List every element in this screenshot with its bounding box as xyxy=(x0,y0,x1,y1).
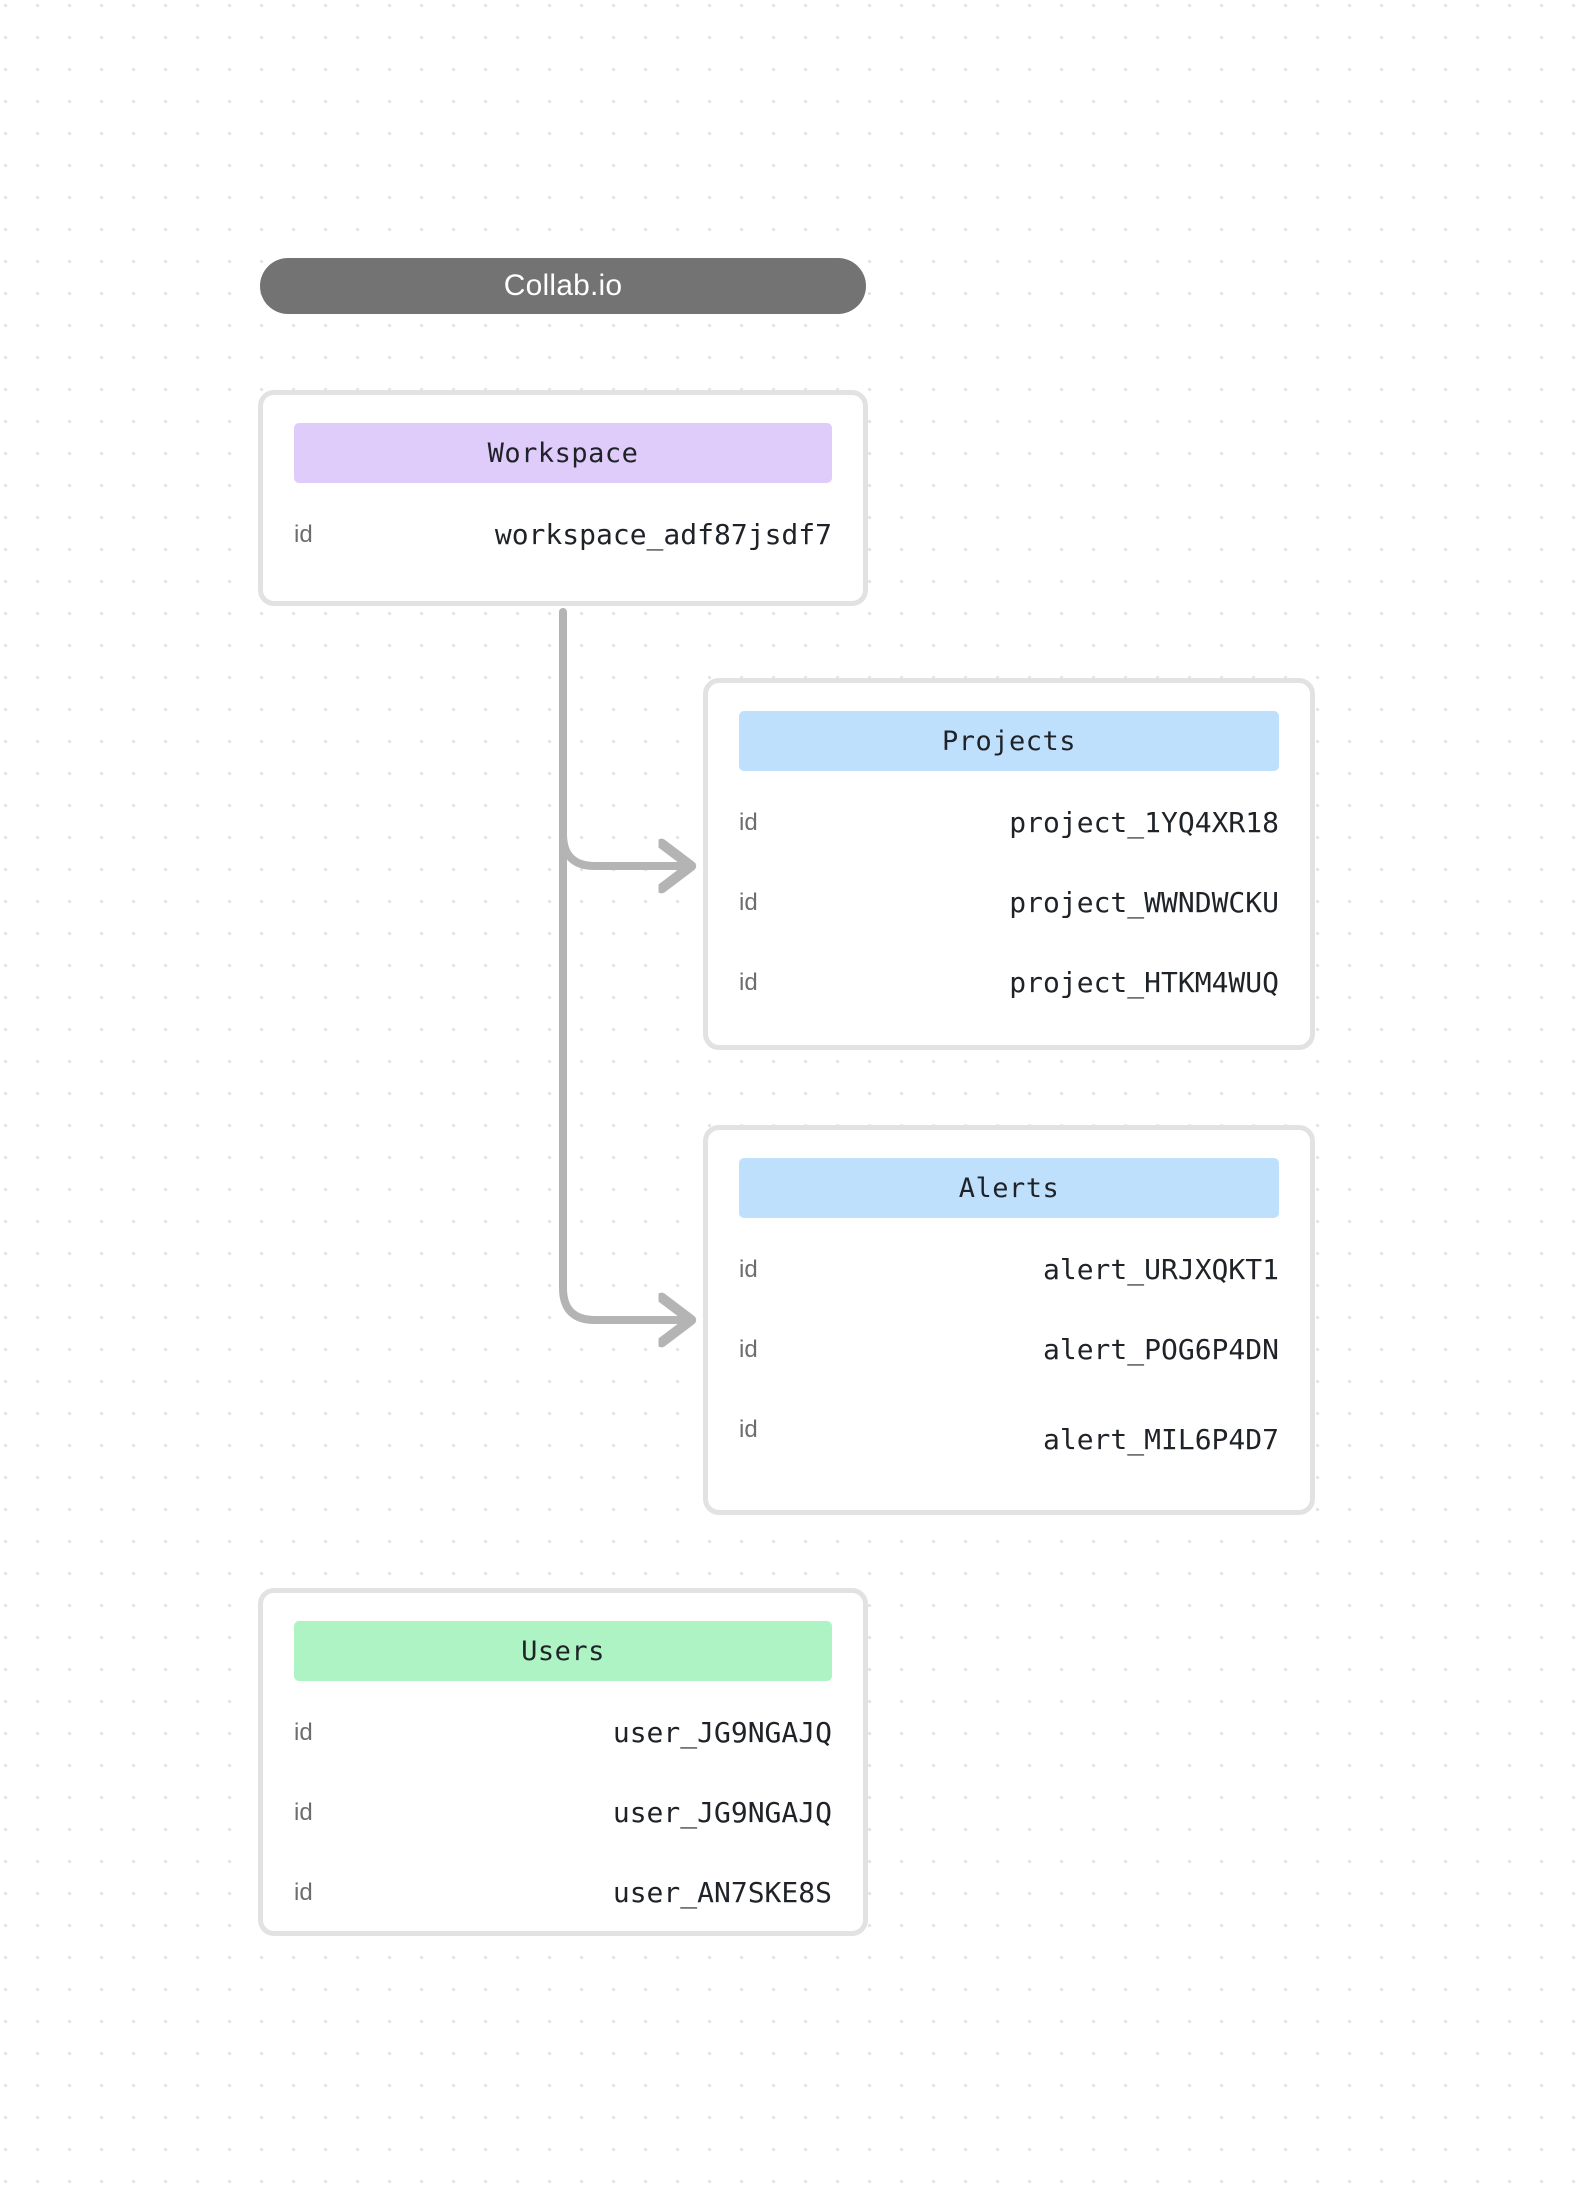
row-key: id xyxy=(739,969,758,996)
table-row[interactable]: id alert_MIL6P4D7 xyxy=(739,1390,1279,1470)
entity-rows-alerts: id alert_URJXQKT1 id alert_POG6P4DN id a… xyxy=(708,1230,1310,1470)
table-row[interactable]: id user_AN7SKE8S xyxy=(294,1853,832,1933)
table-row[interactable]: id project_WWNDWCKU xyxy=(739,863,1279,943)
entity-header-users: Users xyxy=(294,1621,832,1681)
entity-rows-projects: id project_1YQ4XR18 id project_WWNDWCKU … xyxy=(708,783,1310,1023)
row-value: project_WWNDWCKU xyxy=(1009,886,1279,919)
row-key: id xyxy=(294,1879,313,1906)
entity-card-users[interactable]: Users id user_JG9NGAJQ id user_JG9NGAJQ … xyxy=(258,1588,868,1936)
row-key: id xyxy=(739,1416,758,1443)
entity-title-alerts: Alerts xyxy=(958,1172,1060,1204)
entity-title-users: Users xyxy=(521,1635,605,1667)
row-key: id xyxy=(294,1799,313,1826)
entity-title-workspace: Workspace xyxy=(487,437,639,469)
entity-header-projects: Projects xyxy=(739,711,1279,771)
entity-card-workspace[interactable]: Workspace id workspace_adf87jsdf7 xyxy=(258,390,868,606)
row-key: id xyxy=(739,1336,758,1363)
row-key: id xyxy=(294,521,313,548)
row-value: alert_POG6P4DN xyxy=(1042,1333,1279,1366)
entity-header-alerts: Alerts xyxy=(739,1158,1279,1218)
row-key: id xyxy=(739,1256,758,1283)
row-value: alert_MIL6P4D7 xyxy=(1042,1423,1279,1456)
row-value: user_JG9NGAJQ xyxy=(612,1796,832,1829)
table-row[interactable]: id project_HTKM4WUQ xyxy=(739,943,1279,1023)
entity-card-alerts[interactable]: Alerts id alert_URJXQKT1 id alert_POG6P4… xyxy=(703,1125,1315,1515)
row-key: id xyxy=(739,809,758,836)
table-row[interactable]: id alert_POG6P4DN xyxy=(739,1310,1279,1390)
row-key: id xyxy=(739,889,758,916)
entity-header-workspace: Workspace xyxy=(294,423,832,483)
entity-card-projects[interactable]: Projects id project_1YQ4XR18 id project_… xyxy=(703,678,1315,1050)
row-value: user_JG9NGAJQ xyxy=(612,1716,832,1749)
diagram-title: Collab.io xyxy=(503,269,623,302)
row-value: workspace_adf87jsdf7 xyxy=(494,518,832,551)
table-row[interactable]: id workspace_adf87jsdf7 xyxy=(294,495,832,575)
table-row[interactable]: id project_1YQ4XR18 xyxy=(739,783,1279,863)
table-row[interactable]: id user_JG9NGAJQ xyxy=(294,1773,832,1853)
row-value: alert_URJXQKT1 xyxy=(1042,1253,1279,1286)
entity-rows-users: id user_JG9NGAJQ id user_JG9NGAJQ id use… xyxy=(263,1693,863,1933)
table-row[interactable]: id user_JG9NGAJQ xyxy=(294,1693,832,1773)
table-row[interactable]: id alert_URJXQKT1 xyxy=(739,1230,1279,1310)
connector-workspace-to-projects xyxy=(559,830,684,866)
entity-rows-workspace: id workspace_adf87jsdf7 xyxy=(263,495,863,575)
diagram-title-pill: Collab.io xyxy=(260,258,866,314)
row-value: project_1YQ4XR18 xyxy=(1009,806,1279,839)
row-value: user_AN7SKE8S xyxy=(612,1876,832,1909)
entity-title-projects: Projects xyxy=(941,725,1077,757)
row-key: id xyxy=(294,1719,313,1746)
connector-workspace-to-alerts xyxy=(559,608,684,1320)
row-value: project_HTKM4WUQ xyxy=(1009,966,1279,999)
